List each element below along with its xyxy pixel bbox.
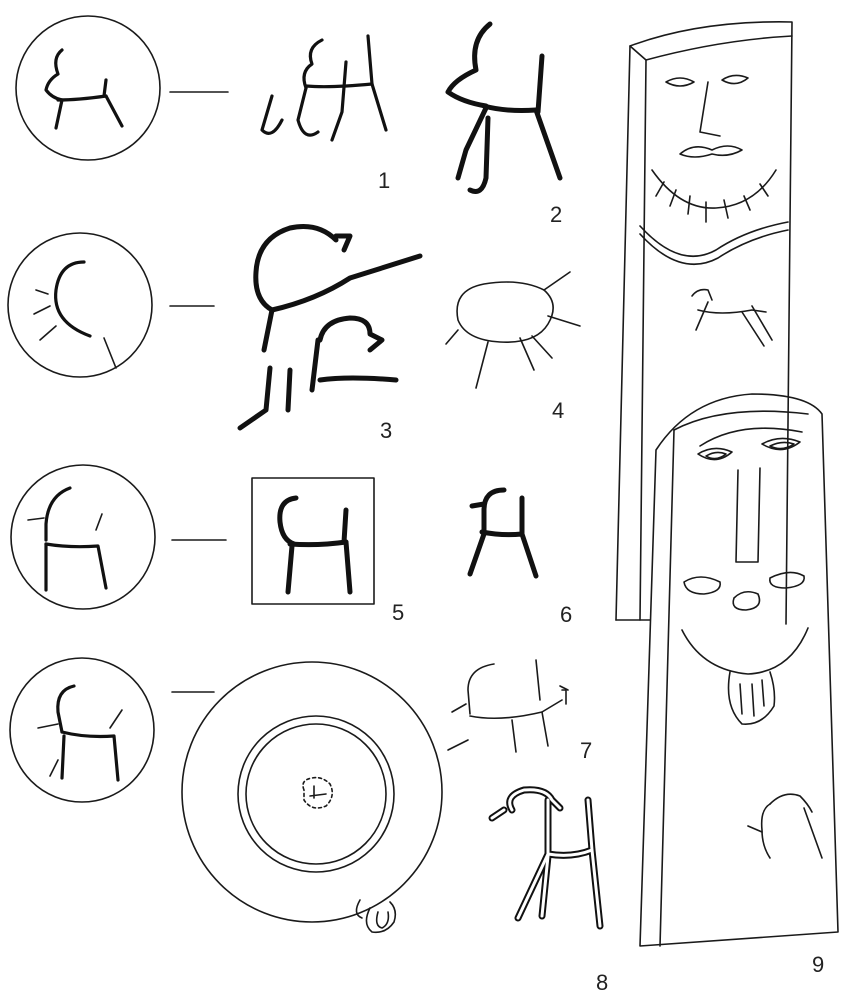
circle-1-glyph: [46, 50, 122, 128]
label-4: 4: [552, 398, 564, 423]
label-6: 6: [560, 602, 572, 627]
row-4: 7 8: [10, 658, 608, 993]
glyph-circle-2: [8, 233, 152, 377]
label-9: 9: [812, 952, 824, 977]
circle-4-glyph: [38, 686, 122, 780]
label-1: 1: [378, 168, 390, 193]
stela-back: [616, 22, 792, 624]
label-2: 2: [550, 202, 562, 227]
disc-outer-ring: [182, 662, 442, 922]
glyph-circle-4: [10, 658, 154, 802]
glyph-item-6: [470, 490, 536, 576]
label-8: 8: [596, 970, 608, 993]
circle-2-glyph: [34, 262, 116, 368]
glyph-item-1: [262, 36, 386, 140]
disc-inner-ring: [246, 724, 386, 864]
row-2: 3 4: [8, 227, 580, 444]
stela-back-animal: [692, 290, 772, 346]
glyph-circle-1: [16, 16, 160, 160]
label-5: 5: [392, 600, 404, 625]
label-7: 7: [580, 738, 592, 763]
disc-center-glyph: [303, 778, 332, 808]
circle-3-glyph: [28, 488, 106, 590]
glyph-item-3: [240, 227, 420, 429]
stela-front-animal: [748, 794, 822, 858]
disc-middle-ring: [238, 716, 394, 872]
glyph-item-5: [280, 498, 350, 592]
glyph-circle-3: [11, 465, 155, 609]
row-3: 5 6: [11, 465, 572, 627]
glyph-frame-5: [252, 478, 374, 604]
glyph-item-2: [448, 24, 560, 192]
stela-back-face: [640, 75, 788, 264]
glyph-item-7: [452, 660, 568, 752]
stela-front-face: [682, 428, 808, 724]
row-1: 1 2: [16, 16, 562, 227]
disc: [182, 662, 442, 932]
glyph-item-4: [446, 272, 580, 388]
stela-front: [640, 394, 838, 946]
label-3: 3: [380, 418, 392, 443]
connector-7: [448, 740, 468, 750]
glyph-item-8: [492, 790, 600, 926]
